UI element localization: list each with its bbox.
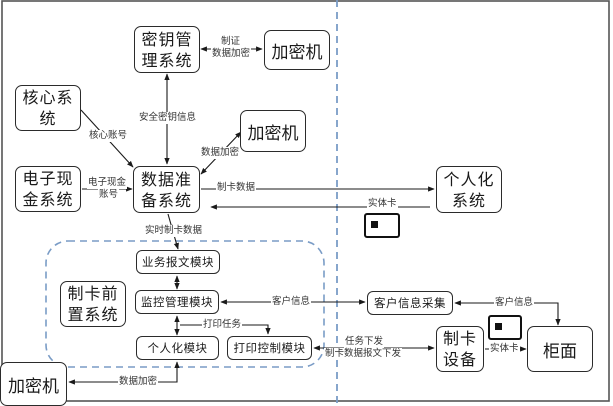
edge-label-cert-encrypt: 数据加密 <box>211 48 252 60</box>
smart-card-icon <box>488 315 522 340</box>
edge-label-data-encrypt-mid: 数据加密 <box>200 147 241 159</box>
edge-persmodule-hsm <box>68 361 180 385</box>
node-personalization-module: 个人化模块 <box>136 336 219 360</box>
edge-label-cert: 制证 <box>220 36 242 48</box>
node-key-management-system: 密钥管理系统 <box>134 26 200 73</box>
node-card-device: 制卡设备 <box>436 326 484 372</box>
edge-label-ecash-account: 账号 <box>98 189 120 201</box>
node-card-front-system: 制卡前置系统 <box>60 281 126 327</box>
node-data-preparation-system: 数据准备系统 <box>133 166 200 213</box>
card-chip <box>371 221 378 228</box>
edge-label-data-encrypt-bottom: 数据加密 <box>118 376 159 388</box>
node-customer-info-collection: 客户信息采集 <box>367 291 453 315</box>
node-personalization-system: 个人化系统 <box>436 166 502 213</box>
edge-label-customer-info-right: 客户信息 <box>494 297 535 309</box>
edge-label-print-task: 打印任务 <box>202 319 243 331</box>
edge-label-secure-key-info: 安全密钥信息 <box>138 112 198 124</box>
node-ecash-system: 电子现金系统 <box>15 166 81 212</box>
edge-label-card-data-message-dispatch: 制卡数据报文下发 <box>324 348 403 360</box>
edge-label-core-account: 核心账号 <box>88 130 129 142</box>
edge-label-realtime-card-data: 实时制卡数据 <box>144 225 204 237</box>
node-monitor-management-module: 监控管理模块 <box>135 290 219 314</box>
edge-label-physical-card-bottom: 实体卡 <box>489 343 520 355</box>
edge-label-ecash: 电子现金 <box>87 177 128 189</box>
node-hsm-middle: 加密机 <box>240 110 306 152</box>
node-hsm-top: 加密机 <box>264 30 330 70</box>
node-print-control-module: 打印控制模块 <box>227 336 312 360</box>
node-core-system: 核心系统 <box>15 85 81 131</box>
node-business-message-module: 业务报文模块 <box>136 250 220 274</box>
edge-customerinfo-counter <box>454 300 561 326</box>
card-chip <box>495 323 502 330</box>
node-counter: 柜面 <box>527 326 593 372</box>
edge-label-customer-info-left: 客户信息 <box>271 296 312 308</box>
edge-label-card-data: 制卡数据 <box>216 182 257 194</box>
edge-label-physical-card-top: 实体卡 <box>367 198 398 210</box>
edge-label-task-dispatch: 任务下发 <box>344 336 385 348</box>
node-hsm-bottom: 加密机 <box>0 362 67 406</box>
smart-card-icon <box>364 213 400 238</box>
